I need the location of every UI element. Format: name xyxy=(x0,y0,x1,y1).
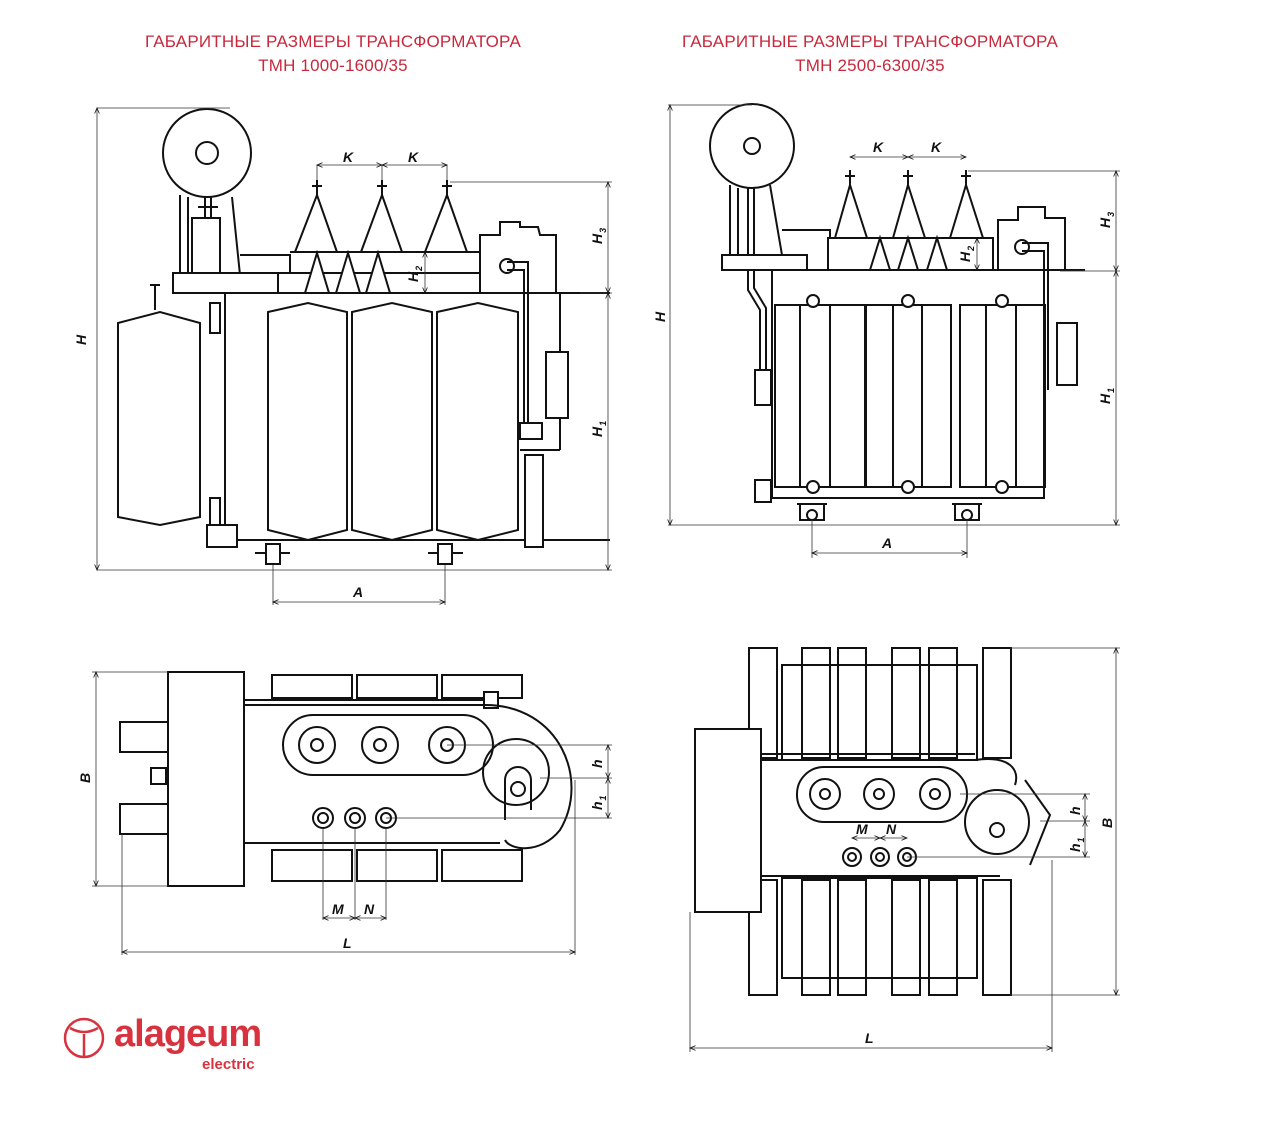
dim-h1-letter: h xyxy=(589,801,605,810)
dim-sub-1: 1 xyxy=(1106,388,1116,393)
dim-sub-h1: 1 xyxy=(598,795,608,800)
logo-subtitle: electric xyxy=(202,1056,255,1073)
dim-sub-3: 3 xyxy=(1106,212,1116,217)
dim-label-H2: H2 xyxy=(957,246,976,262)
dim-label-h: h xyxy=(1067,806,1083,815)
title-left-model: ТМН 1000-1600/35 xyxy=(258,56,408,75)
dim-label-H2: H2 xyxy=(405,266,424,282)
dim-sub-3: 3 xyxy=(598,228,608,233)
dim-sub-2: 2 xyxy=(414,266,424,272)
dim-label-N: N xyxy=(364,901,375,917)
dim-label-B: B xyxy=(1099,818,1115,828)
dim-H1-letter: H xyxy=(589,426,605,437)
dim-H1-letter: H xyxy=(1097,393,1113,404)
dim-sub-h1: 1 xyxy=(1076,837,1086,842)
dim-sub-2: 2 xyxy=(966,246,976,252)
dim-label-L: L xyxy=(343,935,352,951)
title-left: ГАБАРИТНЫЕ РАЗМЕРЫ ТРАНСФОРМАТОРА ТМН 10… xyxy=(118,30,548,78)
dim-label-A: A xyxy=(881,535,892,551)
dim-label-H: H xyxy=(73,334,89,345)
company-logo: alageum electric xyxy=(60,1014,270,1078)
dim-H2-letter: H xyxy=(405,271,421,282)
dim-label-h1: h1 xyxy=(589,795,608,810)
dim-sub-1: 1 xyxy=(598,421,608,426)
dim-H2-letter: H xyxy=(957,251,973,262)
dim-label-N: N xyxy=(886,821,897,837)
dim-label-A: A xyxy=(352,584,363,600)
dim-label-K2: K xyxy=(408,149,419,165)
dim-label-H1: H1 xyxy=(589,421,608,437)
title-left-line1: ГАБАРИТНЫЕ РАЗМЕРЫ ТРАНСФОРМАТОРА xyxy=(144,32,522,51)
title-right-model: ТМН 2500-6300/35 xyxy=(795,56,945,75)
dim-H3-letter: H xyxy=(589,233,605,244)
conservator-tank xyxy=(709,103,795,189)
dim-label-H: H xyxy=(652,311,668,322)
title-right-line1: ГАБАРИТНЫЕ РАЗМЕРЫ ТРАНСФОРМАТОРА xyxy=(681,32,1059,51)
dim-H3-letter: H xyxy=(1097,217,1113,228)
dim-label-L: L xyxy=(865,1030,874,1046)
dim-label-K2: K xyxy=(931,139,942,155)
front-view-small: H K K A H3 H1 H2 xyxy=(73,108,612,605)
dim-label-B: B xyxy=(77,773,93,783)
dim-label-H3: H3 xyxy=(1097,212,1116,228)
logo-brand: alageum xyxy=(114,1013,262,1055)
conservator-tank xyxy=(162,108,252,198)
dim-label-h1: h1 xyxy=(1067,837,1086,852)
dim-label-H1: H1 xyxy=(1097,388,1116,404)
trident-circle-icon xyxy=(63,1017,105,1059)
dim-h1-letter: h xyxy=(1067,843,1083,852)
title-right: ГАБАРИТНЫЕ РАЗМЕРЫ ТРАНСФОРМАТОРА ТМН 25… xyxy=(655,30,1085,78)
front-view-large: H K K A H3 H1 H2 xyxy=(652,103,1120,558)
dim-label-M: M xyxy=(856,821,868,837)
dim-label-K1: K xyxy=(873,139,884,155)
dim-label-h: h xyxy=(589,759,605,768)
dim-label-K1: K xyxy=(343,149,354,165)
dim-label-M: M xyxy=(332,901,344,917)
dim-label-H3: H3 xyxy=(589,228,608,244)
top-view-large: B L M N h h1 xyxy=(690,647,1120,1052)
top-view-small: B L M N h h1 xyxy=(77,671,612,955)
